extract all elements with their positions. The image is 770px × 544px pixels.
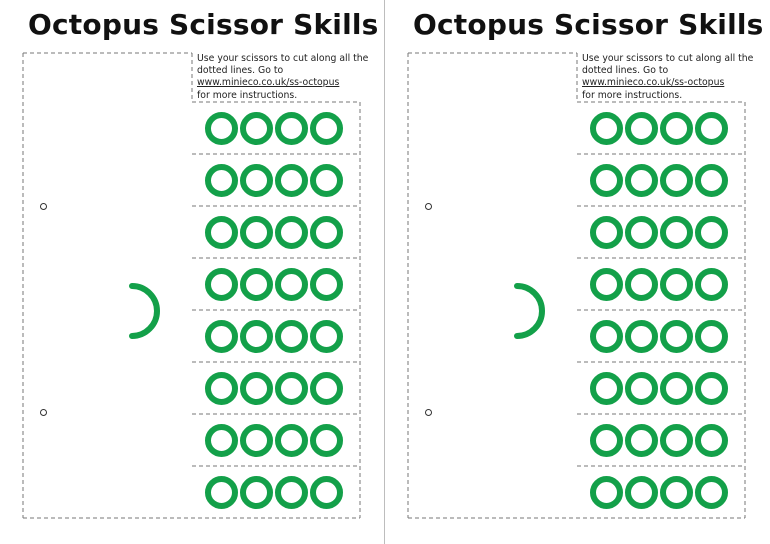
tentacle-ring	[659, 111, 693, 145]
dotted-cut-lines	[407, 52, 746, 519]
tentacle-ring	[589, 423, 623, 457]
tentacle-ring	[694, 215, 728, 249]
tentacle-ring	[694, 423, 728, 457]
tentacle-ring	[659, 319, 693, 353]
tentacle-ring	[309, 215, 343, 249]
tentacle-ring	[624, 163, 658, 197]
tentacle-ring	[624, 475, 658, 509]
tentacle-ring	[309, 371, 343, 405]
tentacle-ring	[309, 267, 343, 301]
instructions-text: Use your scissors to cut along all the d…	[197, 53, 375, 102]
tentacle-ring	[309, 319, 343, 353]
worksheet-left: Octopus Scissor Skills Use your scissors…	[22, 8, 379, 519]
instructions-link[interactable]: www.minieco.co.uk/ss-octopus	[197, 77, 340, 89]
tentacle-ring	[589, 267, 623, 301]
tentacle-ring	[239, 215, 273, 249]
tentacle-ring	[309, 475, 343, 509]
punch-hole-bottom	[425, 409, 432, 416]
tentacle-ring	[694, 319, 728, 353]
tentacle-ring	[624, 111, 658, 145]
instructions-line-4: for more instructions.	[582, 89, 683, 101]
instructions-line-1: Use your scissors to cut along all the	[197, 53, 369, 64]
tentacle-ring	[204, 163, 238, 197]
tentacle-ring	[204, 215, 238, 249]
tentacle-ring	[589, 111, 623, 145]
tentacle-ring	[624, 267, 658, 301]
tentacle-ring	[694, 267, 728, 301]
tentacle-ring	[659, 163, 693, 197]
tentacle-ring	[659, 267, 693, 301]
tentacle-ring	[694, 475, 728, 509]
tentacle-ring	[274, 423, 308, 457]
tentacle-ring	[589, 371, 623, 405]
tentacle-ring	[204, 267, 238, 301]
tentacle-ring	[659, 371, 693, 405]
tentacle-ring	[204, 423, 238, 457]
tentacle-ring	[204, 371, 238, 405]
tentacle-ring	[659, 423, 693, 457]
tentacle-ring	[624, 215, 658, 249]
tentacle-ring	[624, 371, 658, 405]
instructions-line-4: for more instructions.	[197, 89, 298, 101]
tentacle-ring	[274, 475, 308, 509]
tentacle-ring	[204, 319, 238, 353]
tentacle-ring	[274, 267, 308, 301]
tentacle-ring	[659, 215, 693, 249]
page-divider	[384, 0, 385, 544]
punch-hole-bottom	[40, 409, 47, 416]
tentacle-ring	[204, 475, 238, 509]
tentacle-ring	[204, 111, 238, 145]
tentacle-ring	[309, 423, 343, 457]
tentacle-ring	[309, 163, 343, 197]
instructions-line-1: Use your scissors to cut along all the	[582, 53, 754, 64]
tentacle-ring	[624, 423, 658, 457]
tentacle-ring	[624, 319, 658, 353]
tentacle-ring	[239, 163, 273, 197]
punch-hole-top	[425, 203, 432, 210]
tentacle-ring	[239, 111, 273, 145]
worksheet-right: Octopus Scissor Skills Use your scissors…	[385, 0, 770, 544]
tentacle-ring	[239, 267, 273, 301]
tentacle-ring	[239, 319, 273, 353]
tentacle-ring	[694, 111, 728, 145]
instructions-link[interactable]: www.minieco.co.uk/ss-octopus	[582, 77, 725, 89]
instructions-line-2: dotted lines. Go to	[582, 65, 669, 77]
tentacle-ring	[274, 163, 308, 197]
punch-hole-top	[40, 203, 47, 210]
instructions-text: Use your scissors to cut along all the d…	[582, 53, 760, 102]
instructions-line-2: dotted lines. Go to	[197, 65, 284, 77]
page-title: Octopus Scissor Skills	[28, 8, 379, 41]
tentacle-ring	[239, 423, 273, 457]
tentacle-ring	[589, 319, 623, 353]
tentacle-ring	[274, 319, 308, 353]
octopus-mouth-arc	[129, 283, 160, 339]
octopus-mouth-arc	[514, 283, 545, 339]
tentacle-ring	[589, 475, 623, 509]
page-title: Octopus Scissor Skills	[413, 8, 764, 41]
tentacle-ring	[274, 371, 308, 405]
tentacle-ring	[274, 111, 308, 145]
tentacle-ring	[694, 371, 728, 405]
tentacle-ring	[274, 215, 308, 249]
tentacle-ring	[694, 163, 728, 197]
tentacle-ring	[239, 475, 273, 509]
tentacle-ring	[239, 371, 273, 405]
tentacle-ring	[589, 215, 623, 249]
tentacle-ring	[309, 111, 343, 145]
tentacle-ring	[659, 475, 693, 509]
dotted-cut-lines	[22, 52, 361, 519]
tentacle-ring	[589, 163, 623, 197]
